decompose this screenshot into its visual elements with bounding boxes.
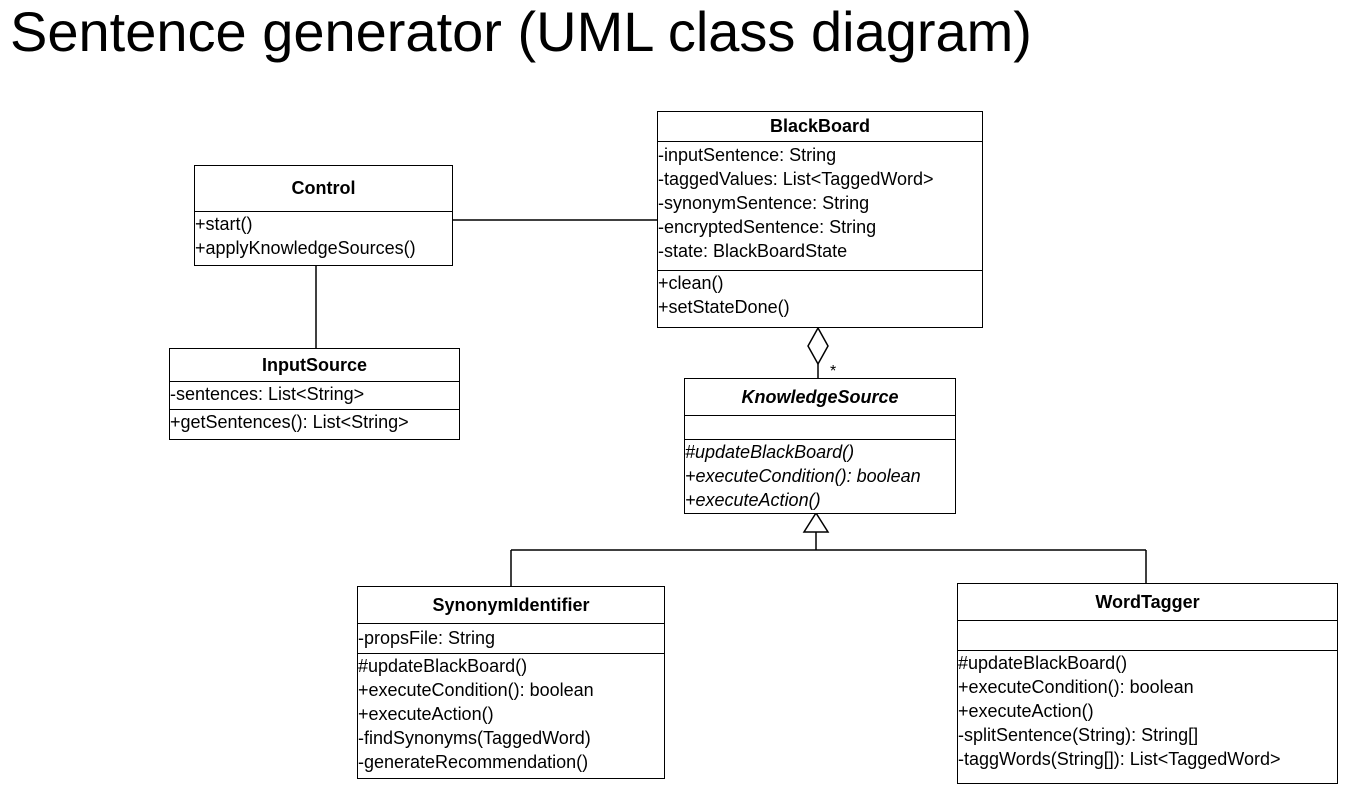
operation: +start() (195, 214, 253, 234)
class-wordtagger: WordTagger #updateBlackBoard() +executeC… (957, 583, 1338, 784)
attributes-section: -sentences: List<String> (170, 382, 459, 410)
operations-section: #updateBlackBoard() +executeCondition():… (958, 651, 1337, 771)
operations-section: #updateBlackBoard() +executeCondition():… (358, 654, 664, 774)
attribute: -sentences: List<String> (170, 384, 365, 404)
operation: +setStateDone() (658, 297, 790, 317)
class-knowledgesource: KnowledgeSource #updateBlackBoard() +exe… (684, 378, 956, 514)
operations-section: +start() +applyKnowledgeSources() (195, 212, 452, 260)
attributes-section: -inputSentence: String -taggedValues: Li… (658, 142, 982, 271)
attribute: -state: BlackBoardState (658, 241, 848, 261)
attribute: -inputSentence: String (658, 145, 837, 165)
class-name: WordTagger (958, 584, 1337, 621)
attribute: -encryptedSentence: String (658, 217, 877, 237)
class-name: BlackBoard (658, 112, 982, 142)
operation: -splitSentence(String): String[] (958, 725, 1199, 745)
class-name: SynonymIdentifier (358, 587, 664, 624)
operation: -findSynonyms(TaggedWord) (358, 728, 591, 748)
attributes-section (685, 416, 955, 440)
operation: +applyKnowledgeSources() (195, 238, 416, 258)
aggregation-diamond (807, 326, 829, 366)
attributes-section: -propsFile: String (358, 624, 664, 654)
operation: -taggWords(String[]): List<TaggedWord> (958, 749, 1281, 769)
class-inputsource: InputSource -sentences: List<String> +ge… (169, 348, 460, 440)
operation: +clean() (658, 273, 724, 293)
aggregation-multiplicity: * (830, 363, 836, 380)
operation: #updateBlackBoard() (685, 442, 855, 462)
class-control: Control +start() +applyKnowledgeSources(… (194, 165, 453, 266)
operation: +executeCondition(): boolean (685, 466, 921, 486)
generalization-triangle (802, 511, 830, 533)
class-name: InputSource (170, 349, 459, 382)
class-blackboard: BlackBoard -inputSentence: String -tagge… (657, 111, 983, 328)
operation: #updateBlackBoard() (358, 656, 528, 676)
operations-section: #updateBlackBoard() +executeCondition():… (685, 440, 955, 512)
attributes-section (958, 621, 1337, 651)
operation: -generateRecommendation() (358, 752, 589, 772)
operation: +executeAction() (958, 701, 1094, 721)
page-title: Sentence generator (UML class diagram) (10, 0, 1032, 63)
class-name: KnowledgeSource (685, 379, 955, 416)
operation: +executeCondition(): boolean (358, 680, 594, 700)
operation: +executeAction() (358, 704, 494, 724)
operation: +getSentences(): List<String> (170, 412, 409, 432)
class-name: Control (195, 166, 452, 212)
operations-section: +getSentences(): List<String> (170, 410, 459, 434)
attribute: -propsFile: String (358, 628, 496, 648)
operations-section: +clean() +setStateDone() (658, 271, 982, 319)
attribute: -taggedValues: List<TaggedWord> (658, 169, 934, 189)
attribute: -synonymSentence: String (658, 193, 870, 213)
class-synonymidentifier: SynonymIdentifier -propsFile: String #up… (357, 586, 665, 779)
operation: +executeCondition(): boolean (958, 677, 1194, 697)
operation: +executeAction() (685, 490, 821, 510)
operation: #updateBlackBoard() (958, 653, 1128, 673)
